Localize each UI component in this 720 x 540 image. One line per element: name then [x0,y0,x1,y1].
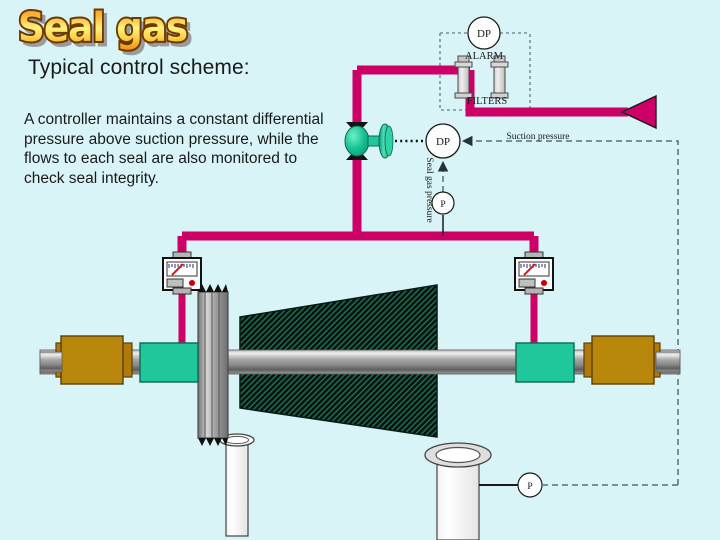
dp-controller-tag: DP [436,136,450,148]
gas-outlet-arrow [620,94,657,130]
suction-pressure-label: Suction pressure [506,132,569,142]
seal-gas-pressure-label: Seal gas pressure [424,157,434,222]
filters-label: FILTERS [467,96,508,107]
filter-element-left [454,55,473,99]
seal-gas-pressure-tag: P [440,200,445,210]
suction-pressure-signal-line [461,135,679,485]
dp-alarm-sublabel: ALARM [465,51,504,62]
seal-gas-pressure-transmitter[interactable]: P [431,191,455,215]
subtitle: Typical control scheme: [28,56,250,79]
differential-pressure-controller[interactable]: DP [425,123,461,159]
discharge-nozzle [424,442,492,540]
body-paragraph: A controller maintains a constant differ… [24,111,324,187]
suction-pressure-transmitter[interactable]: P [517,472,543,498]
bearing-housing-right [583,335,661,385]
control-valve[interactable] [344,122,394,160]
bearing-housing-left [55,335,133,385]
shaft-end-left [39,351,63,373]
differential-pressure-alarm[interactable]: DP [467,16,501,50]
dp-alarm-tag: DP [477,28,491,40]
dry-gas-seal-right [515,342,575,383]
dry-gas-seal-left [139,342,199,383]
coupling [197,284,229,446]
suction-nozzle [219,433,255,537]
filter-element-right [490,55,509,99]
shaft-end-right [655,351,681,373]
suction-pressure-tag: P [527,482,532,492]
seal-gas-flow-meter-left[interactable] [162,251,202,295]
seal-gas-flow-meter-right[interactable] [514,251,554,295]
